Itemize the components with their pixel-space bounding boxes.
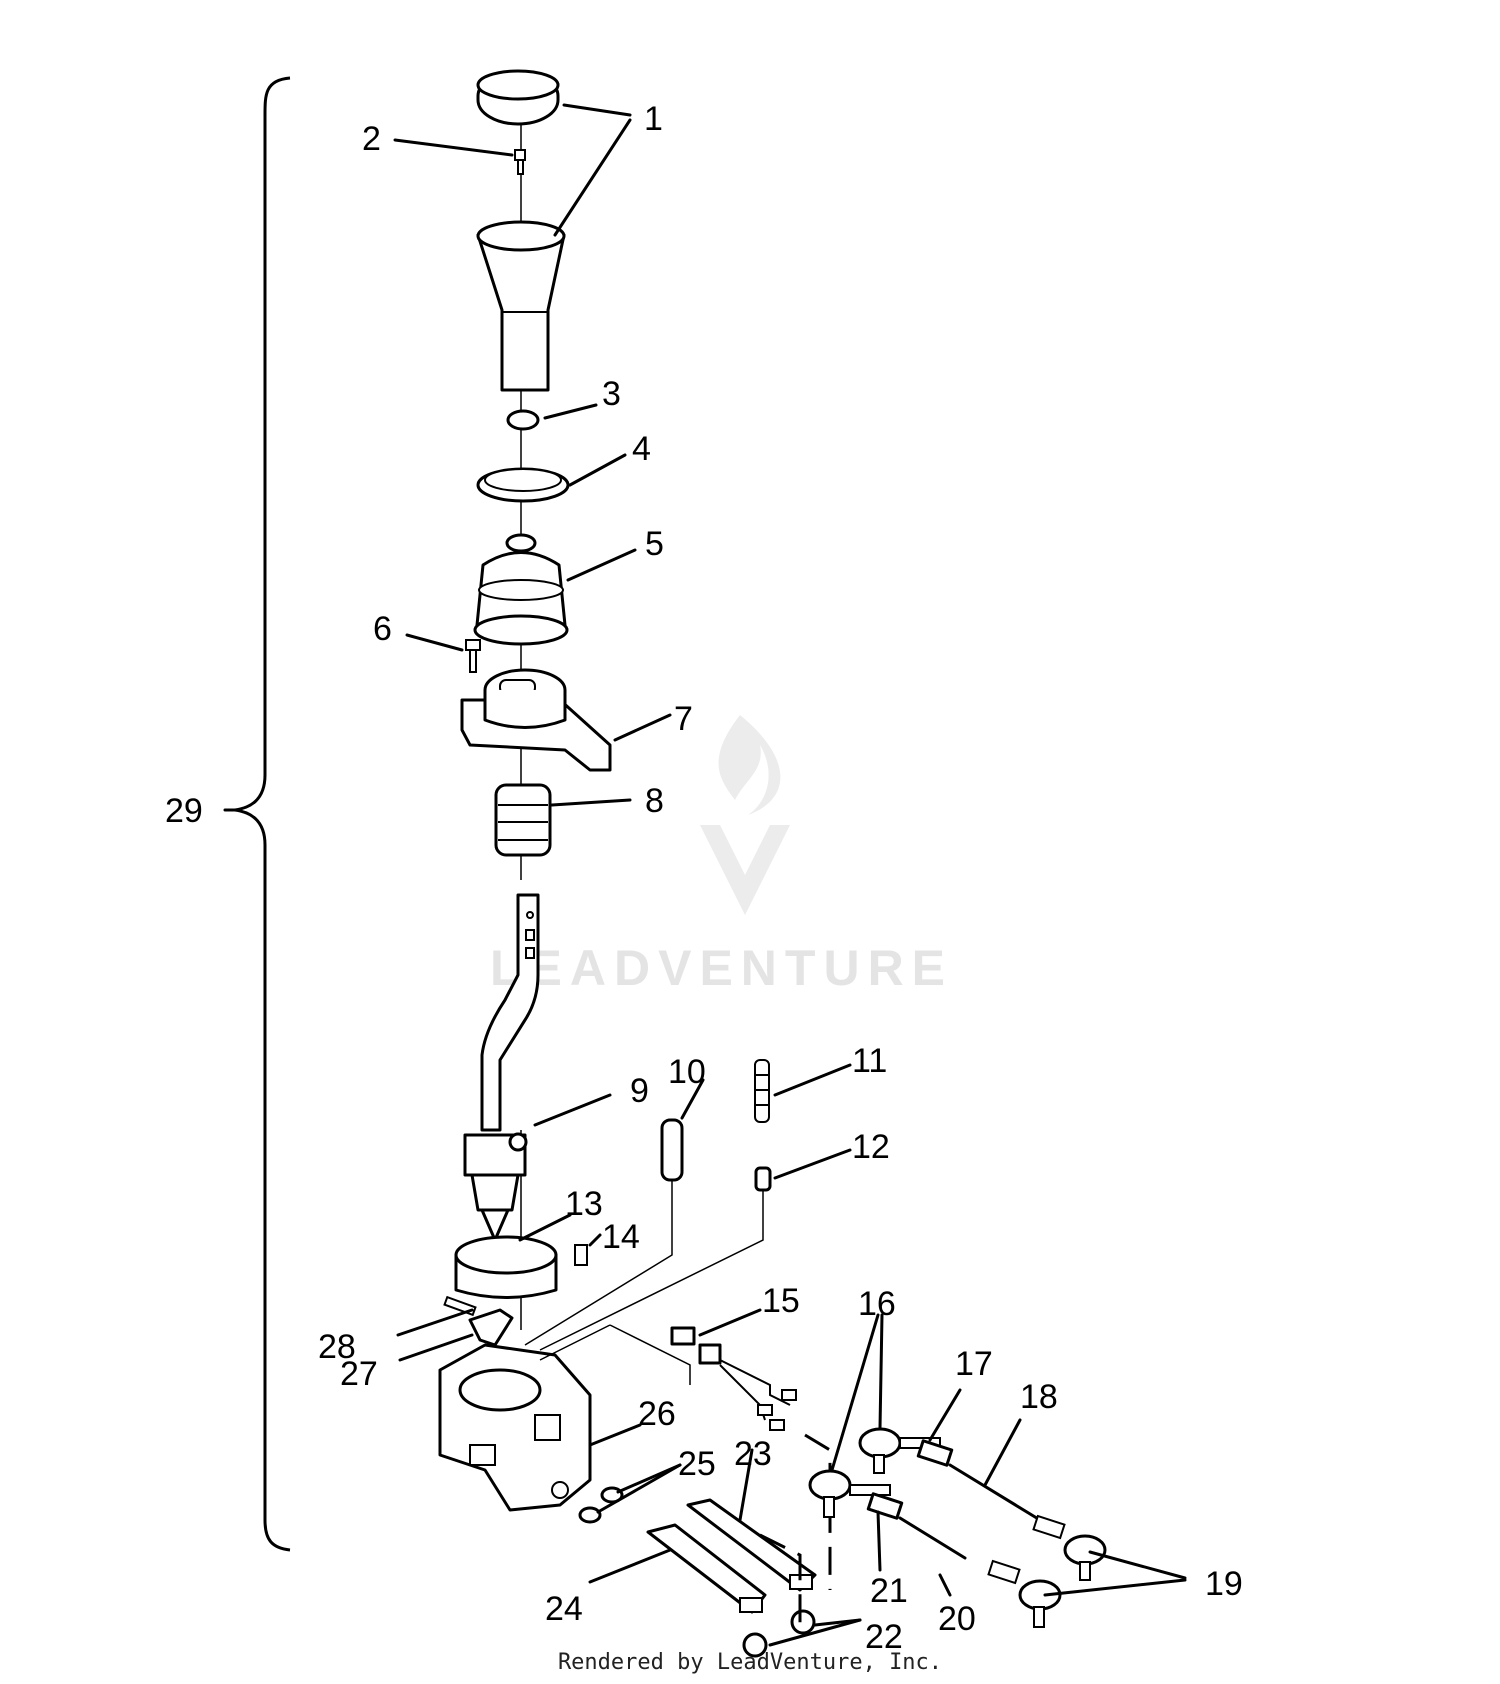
callout-22: 22 — [865, 1618, 903, 1656]
callout-16: 16 — [858, 1285, 896, 1323]
callout-26: 26 — [638, 1395, 676, 1433]
linkage-line-15 — [539, 1324, 691, 1385]
watermark-text: LEADVENTURE — [490, 940, 953, 996]
callout-19: 19 — [1205, 1565, 1243, 1603]
part-arm-23 — [686, 1498, 817, 1592]
alignment-dash-2 — [759, 1533, 802, 1630]
callout-13: 13 — [565, 1185, 603, 1223]
callout-24: 24 — [545, 1590, 583, 1628]
part-washer-25a — [578, 1506, 602, 1524]
linkage-line-12 — [539, 1190, 764, 1351]
callout-15: 15 — [762, 1282, 800, 1320]
callout-1: 1 — [644, 100, 663, 138]
callout-3: 3 — [602, 375, 621, 413]
part-boot-5 — [473, 533, 569, 646]
callout-9: 9 — [630, 1072, 649, 1110]
alignment-dash-1 — [804, 1433, 832, 1590]
watermark-v-icon — [700, 825, 790, 915]
callout-8: 8 — [645, 782, 664, 820]
part-collar-13 — [454, 1235, 558, 1299]
part-plunger-12 — [754, 1166, 772, 1192]
callout-4: 4 — [632, 430, 651, 468]
leader-lines — [393, 103, 1187, 1647]
part-screw-6 — [465, 639, 481, 673]
callout-10: 10 — [668, 1053, 706, 1091]
part-knob-cap — [476, 69, 560, 126]
callout-12: 12 — [852, 1128, 890, 1166]
watermark-flame-icon — [718, 715, 781, 815]
part-arm-24 — [646, 1523, 767, 1614]
callout-17: 17 — [955, 1345, 993, 1383]
part-spring-8 — [494, 783, 552, 857]
callout-6: 6 — [373, 610, 392, 648]
part-screw-2 — [514, 149, 526, 175]
callout-23: 23 — [734, 1435, 772, 1473]
part-balljoint-16b — [808, 1469, 891, 1518]
watermark: LEADVENTURE — [490, 715, 953, 996]
part-pin-28 — [443, 1295, 477, 1317]
part-balljoint-19b — [987, 1559, 1062, 1628]
linkage-line-10 — [524, 1180, 673, 1346]
part-base-housing-26 — [438, 1343, 592, 1512]
assembly-bracket — [234, 76, 291, 1552]
callout-18: 18 — [1020, 1378, 1058, 1416]
callout-20: 20 — [938, 1600, 976, 1638]
part-cable-18 — [948, 1463, 1042, 1522]
callout-11: 11 — [852, 1042, 887, 1080]
part-balljoint-19a — [1032, 1514, 1107, 1581]
part-spring-11 — [754, 1059, 770, 1123]
callout-28: 28 — [318, 1328, 356, 1366]
footer-credit: Rendered by LeadVenture, Inc. — [557, 1650, 943, 1675]
callout-25: 25 — [678, 1445, 716, 1483]
part-ring-4 — [476, 467, 570, 503]
part-lever-27 — [468, 1308, 514, 1347]
part-cable-20 — [898, 1516, 967, 1560]
part-pin-10 — [660, 1118, 684, 1182]
part-nut-22b — [790, 1609, 816, 1635]
part-balljoint-16a — [858, 1427, 941, 1474]
callout-21: 21 — [870, 1572, 908, 1610]
callout-7: 7 — [674, 700, 693, 738]
callout-27: 27 — [340, 1355, 378, 1393]
part-setscrew-14 — [574, 1244, 588, 1266]
callout-14: 14 — [602, 1218, 640, 1256]
callout-2: 2 — [362, 120, 381, 158]
part-fitting-21 — [866, 1492, 904, 1520]
part-housing-7 — [460, 668, 612, 772]
part-knob-body — [476, 220, 566, 392]
part-ring-3 — [506, 409, 540, 431]
part-switch-15 — [670, 1326, 797, 1431]
part-nut-22a — [742, 1632, 768, 1658]
callout-29: 29 — [165, 792, 203, 830]
part-fitting-17 — [916, 1439, 954, 1467]
part-shift-lever-9 — [463, 893, 540, 1242]
callout-5: 5 — [645, 525, 664, 563]
